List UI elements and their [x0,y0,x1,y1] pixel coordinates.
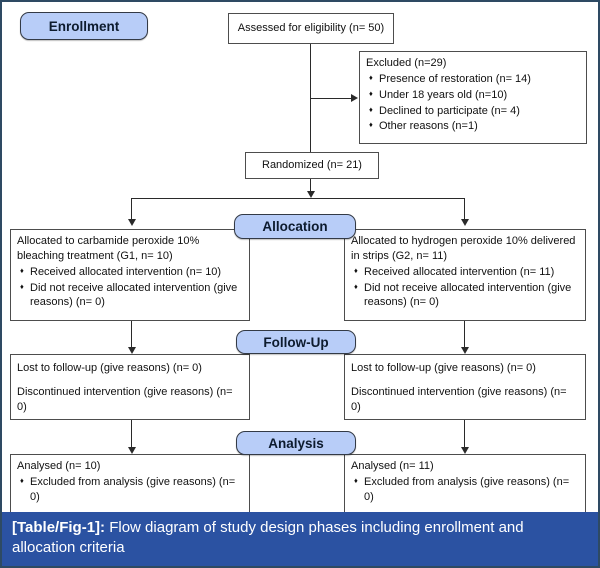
arrow-down-icon [461,447,469,454]
assessed-box: Assessed for eligibility (n= 50) [228,13,394,44]
connector-fu-analysis-right [464,420,465,447]
analysis-list: Excluded from analysis (give reasons) (n… [17,475,243,505]
caption-text: Flow diagram of study design phases incl… [12,519,524,557]
followup-box-left: Lost to follow-up (give reasons) (n= 0) … [10,354,250,420]
excluded-item: Declined to participate (n= 4) [366,104,580,119]
connector-alloc-fu-left [131,321,132,347]
arrow-down-icon [128,219,136,226]
phase-pill-analysis: Analysis [236,431,356,455]
excluded-item: Other reasons (n=1) [366,119,580,134]
arrow-down-icon [307,191,315,198]
randomized-box: Randomized (n= 21) [245,152,379,179]
connector-alloc-fu-right [464,321,465,347]
allocation-item: Received allocated intervention (n= 10) [17,265,243,280]
arrow-down-icon [461,219,469,226]
caption-label: [Table/Fig-1]: [12,519,106,536]
connector-fu-analysis-left [131,420,132,447]
allocation-g1-title: Allocated to carbamide peroxide 10% blea… [17,235,200,262]
analysis-box-left: Analysed (n= 10) Excluded from analysis … [10,454,250,514]
split-line [131,198,465,199]
analysis-item: Excluded from analysis (give reasons) (n… [351,475,579,505]
allocation-item: Did not receive allocated intervention (… [351,281,579,311]
excluded-item: Presence of restoration (n= 14) [366,72,580,87]
connector-randomized-split [310,179,311,192]
allocation-g1-list: Received allocated intervention (n= 10) … [17,265,243,311]
phase-pill-enrollment: Enrollment [20,12,148,40]
connector-split-left [131,198,132,219]
followup-line: Lost to follow-up (give reasons) (n= 0) [17,362,202,374]
excluded-title: Excluded (n=29) [366,57,447,69]
allocation-box-g2: Allocated to hydrogen peroxide 10% deliv… [344,229,586,321]
phase-pill-allocation: Allocation [234,214,356,239]
analysis-item: Excluded from analysis (give reasons) (n… [17,475,243,505]
followup-line: Discontinued intervention (give reasons)… [351,385,567,413]
analysis-list: Excluded from analysis (give reasons) (n… [351,475,579,505]
followup-box-right: Lost to follow-up (give reasons) (n= 0) … [344,354,586,420]
arrow-down-icon [461,347,469,354]
allocation-item: Received allocated intervention (n= 11) [351,265,579,280]
excluded-item: Under 18 years old (n=10) [366,88,580,103]
arrow-down-icon [128,347,136,354]
excluded-list: Presence of restoration (n= 14) Under 18… [366,72,580,134]
allocation-item: Did not receive allocated intervention (… [17,281,243,311]
allocation-g2-title: Allocated to hydrogen peroxide 10% deliv… [351,235,576,262]
followup-line: Lost to follow-up (give reasons) (n= 0) [351,362,536,374]
analysed-title: Analysed (n= 11) [351,460,434,472]
figure-caption: [Table/Fig-1]: Flow diagram of study des… [2,512,598,566]
allocation-box-g1: Allocated to carbamide peroxide 10% blea… [10,229,250,321]
connector-split-right [464,198,465,219]
allocation-g2-list: Received allocated intervention (n= 11) … [351,265,579,311]
connector-to-excluded [310,98,352,99]
followup-line: Discontinued intervention (give reasons)… [17,385,233,413]
arrow-right-icon [351,94,358,102]
excluded-box: Excluded (n=29) Presence of restoration … [359,51,587,144]
analysis-box-right: Analysed (n= 11) Excluded from analysis … [344,454,586,514]
arrow-down-icon [128,447,136,454]
phase-pill-follow-up: Follow-Up [236,330,356,354]
analysed-title: Analysed (n= 10) [17,460,101,472]
